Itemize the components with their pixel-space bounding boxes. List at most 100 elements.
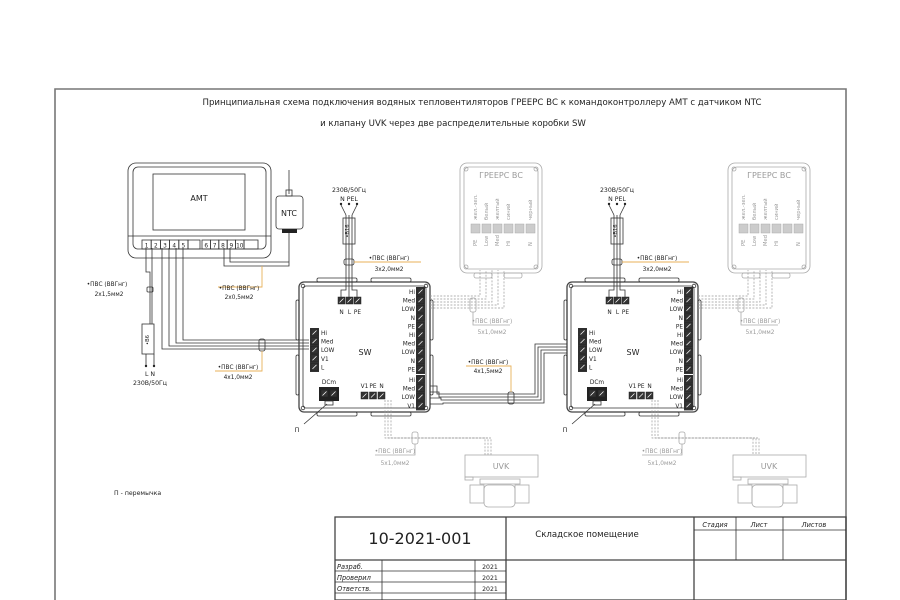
greers-pin-label: Med: [763, 235, 769, 246]
sw1-sw2-cable-type: •ПВС (ВВГнг): [468, 360, 509, 366]
sw-terminal-label: Med: [403, 299, 416, 305]
cable-type: •ПВС (ВВГнг): [637, 256, 678, 262]
sw-terminal-label: Hi: [409, 378, 415, 384]
drawing-frame: [54, 88, 847, 600]
ntc-label: NTC: [281, 209, 297, 218]
greers-terminal: [503, 223, 514, 234]
amt-label: AMT: [190, 194, 207, 203]
sw-terminal-label: PE: [408, 324, 415, 330]
greers-terminal: [470, 223, 481, 234]
sw-terminal-label: N: [411, 359, 415, 365]
sw-terminal-label: Hi: [589, 331, 595, 337]
sw-terminal-label: N: [679, 316, 683, 322]
cable-size: 5х1,0мм2: [478, 330, 507, 336]
sw-power-terminal-label: N: [339, 310, 343, 316]
sw-terminal-label: PE: [408, 367, 415, 373]
greers-terminal: [749, 223, 760, 234]
greers-terminal: [481, 223, 492, 234]
valve-terminal-label: N: [379, 384, 383, 390]
sw-terminal-label: Hi: [409, 290, 415, 296]
wire-color-label: черный: [527, 200, 534, 220]
sw-terminal-label: V1: [589, 357, 597, 363]
amt-terminal-label: 5: [182, 244, 186, 250]
sw-terminal-label: LOW: [321, 348, 335, 354]
sw-power-terminal-label: PE: [622, 310, 629, 316]
breaker: [342, 217, 356, 245]
sw-terminal-label: Med: [403, 387, 416, 393]
greers-pin-label: PE: [473, 240, 479, 246]
supply-pins: N PEL: [608, 196, 626, 203]
cable-type: •ПВС (ВВГнг): [740, 319, 781, 325]
greers-terminal: [782, 223, 793, 234]
greers-pin-label: Low: [484, 235, 490, 246]
stamp-year-developer: 2021: [482, 564, 498, 571]
amt-sw-cable-type: •ПВС (ВВГнг): [218, 365, 259, 371]
greers-terminal: [738, 223, 749, 234]
sw-terminal-label: LOW: [402, 395, 416, 401]
object-name: Складское помещение: [535, 530, 639, 540]
cable-type: •ПВС (ВВГнг): [472, 319, 513, 325]
amt-terminal-label: 1: [145, 244, 149, 250]
amt-ntc-cable-size: 2х0,5мм2: [225, 295, 254, 301]
greers-unit-1: ГРЕЕРС ВСжел.-зел.PEбелыйLowжелтыйMedсин…: [430, 162, 543, 336]
greers-pin-label: PE: [741, 240, 747, 246]
sw-terminal-label: V1: [407, 404, 415, 410]
sw-terminal-label: Hi: [677, 378, 683, 384]
sw-terminal-label: LOW: [402, 307, 416, 313]
cable-size: 5х1,0мм2: [648, 461, 677, 467]
greers-label: ГРЕЕРС ВС: [479, 171, 523, 180]
uvk-label: UVK: [493, 462, 510, 471]
amt-terminal-label: 3: [163, 244, 167, 250]
sw-power-terminal-label: L: [616, 310, 620, 316]
title-line-1: Принципиальная схема подключения водяных…: [202, 98, 761, 108]
sw-terminal-label: LOW: [402, 350, 416, 356]
breaker-label: •В16: [345, 224, 351, 237]
sw-terminal-label: LOW: [589, 348, 603, 354]
valve-body: [469, 484, 485, 504]
amt-terminal-label: 2: [154, 244, 158, 250]
uvk-actuator: [732, 454, 807, 478]
greers-pin-label: N: [528, 242, 534, 246]
stamp-header-stage: Стадия: [702, 521, 727, 529]
uvk-actuator: [464, 454, 539, 478]
amt-terminal: [187, 239, 201, 250]
greers-terminal: [525, 223, 536, 234]
sw1-sw2-cable-size: 4х1,5мм2: [474, 369, 503, 375]
stamp-role-checked: Проверил: [337, 574, 372, 582]
wire-color-label: жел.-зел.: [741, 194, 747, 220]
wire-color-label: черный: [795, 200, 802, 220]
amt-terminal-label: 10: [236, 244, 244, 250]
valve-body: [737, 484, 753, 504]
valve-terminal-label: N: [647, 384, 651, 390]
amt-wiring: •В6 L N 230В/50Гц •ПВС (ВВГнг) 2х1,5мм2 …: [87, 248, 309, 387]
supply-voltage: 230В/50Гц: [332, 187, 366, 194]
sw-terminal-label: Med: [671, 299, 684, 305]
sw-terminal-label: Med: [671, 342, 684, 348]
stamp-role-responsible: Ответств.: [337, 585, 371, 593]
dcm-label: DCm: [322, 380, 337, 386]
sw-terminal-label: V1: [321, 357, 329, 363]
greers-terminal: [760, 223, 771, 234]
amt-terminal-label: 7: [213, 244, 217, 250]
cable-type: •ПВС (ВВГнг): [375, 449, 416, 455]
valve-terminal-label: PE: [369, 384, 376, 390]
stamp-year-responsible: 2021: [482, 586, 498, 593]
greers-pin-label: Hi: [774, 241, 780, 246]
greers-terminal: [514, 223, 525, 234]
amt-terminal-label: 4: [172, 244, 176, 250]
cable-size: 3х2,0мм2: [375, 267, 404, 273]
sw-terminal-label: V1: [675, 404, 683, 410]
amt-breaker-label: •В6: [145, 335, 151, 345]
sw-power-terminal-label: N: [607, 310, 611, 316]
greers-unit-2: ГРЕЕРС ВСжел.-зел.PEбелыйLowжелтыйMedсин…: [698, 162, 811, 336]
wire-color-label: синий: [773, 204, 780, 220]
sw-terminal-label: Hi: [677, 290, 683, 296]
sw-terminal-label: Med: [403, 342, 416, 348]
valve-terminal-label: V1: [361, 384, 369, 390]
cable-type: •ПВС (ВВГнг): [642, 449, 683, 455]
